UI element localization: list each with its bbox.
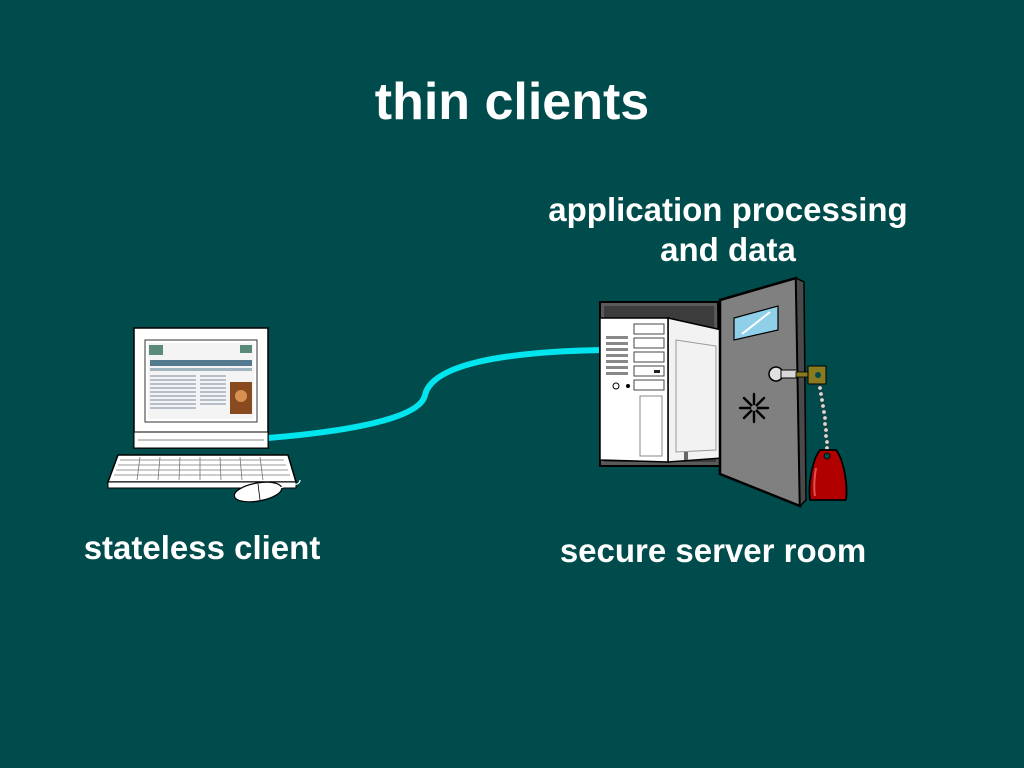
server-label: secure server room: [559, 532, 867, 569]
key-icon: [795, 365, 827, 385]
server-caption-line2: and data: [660, 231, 796, 268]
server-in-open-safe-icon: [599, 276, 848, 508]
desktop-computer-icon: [106, 327, 301, 503]
server-caption-line1: application processing: [548, 191, 908, 228]
slide-title: thin clients: [374, 73, 650, 131]
network-cable-icon: [265, 347, 605, 441]
client-label: stateless client: [83, 529, 321, 566]
